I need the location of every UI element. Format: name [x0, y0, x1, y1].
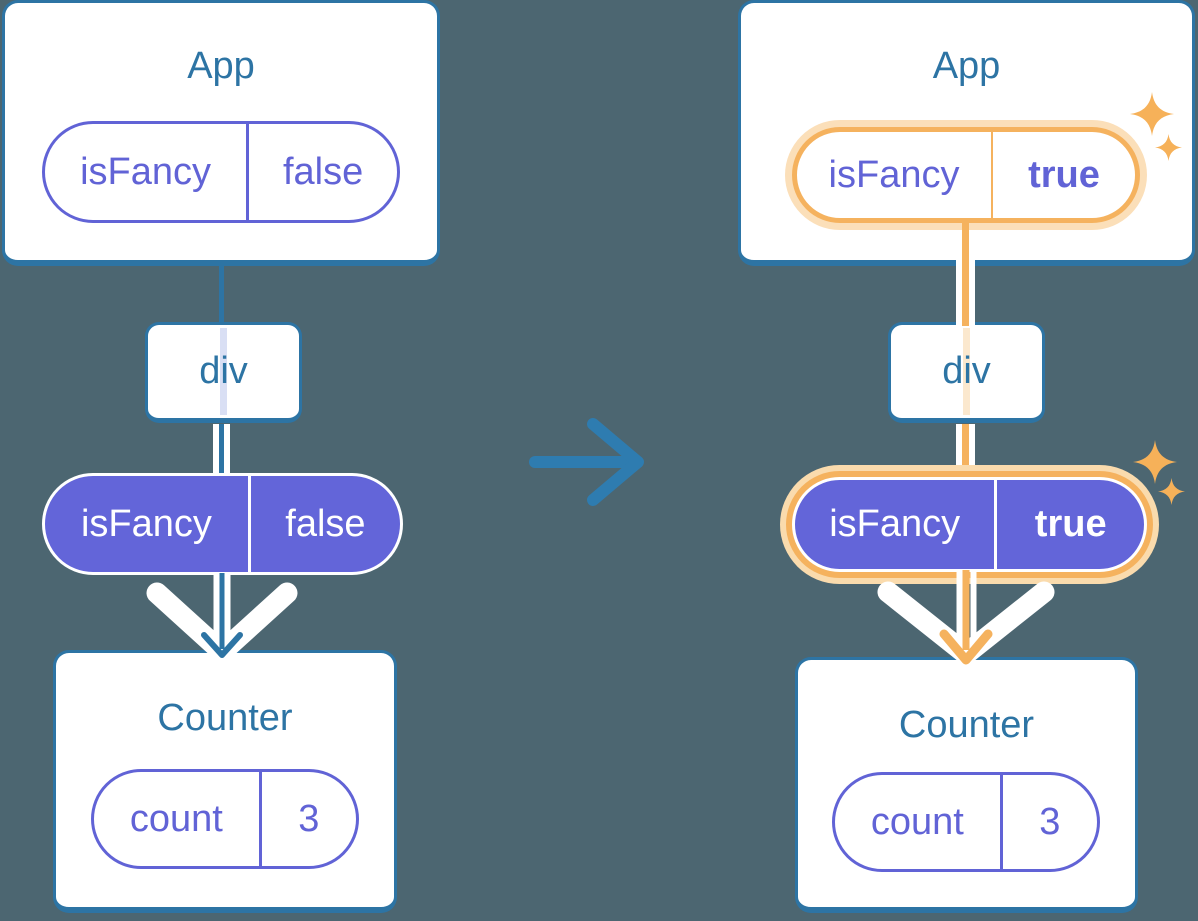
- white-flank-right: [970, 570, 977, 640]
- sparkle-icon: [1155, 134, 1182, 161]
- white-flank-left: [213, 573, 220, 639]
- before-div-to-prop-wire: [213, 424, 230, 476]
- before-app-to-div-line: [219, 260, 224, 326]
- state-name: count: [835, 775, 1003, 869]
- white-flank-right: [224, 573, 231, 639]
- state-name: count: [94, 772, 262, 866]
- after-counter-state-pill: count 3: [832, 772, 1100, 872]
- state-value: false: [282, 150, 364, 193]
- after-prop-to-counter-arrow: [877, 570, 1055, 665]
- after-div-label: div: [942, 350, 991, 392]
- before-div-card: div: [145, 322, 302, 423]
- blue-arrowhead-icon: [201, 632, 243, 658]
- after-counter-title: Counter: [898, 704, 1035, 746]
- after-div-through-line: [963, 328, 970, 415]
- after-counter-card: Counter count 3: [795, 657, 1138, 913]
- after-app-state-pill-highlighted: isFancy true: [792, 127, 1140, 223]
- prop-name: isFancy: [45, 476, 251, 572]
- before-app-card: App isFancy false: [2, 0, 440, 266]
- after-app-title: App: [932, 45, 1001, 87]
- orange-stem: [962, 570, 970, 650]
- after-app-card: App isFancy true: [738, 0, 1195, 266]
- after-prop-pill-highlighted: isFancy true: [792, 477, 1147, 572]
- after-app-inner-orange-line: [962, 222, 969, 258]
- after-div-to-prop-wire: [956, 424, 975, 472]
- before-div-label: div: [199, 350, 248, 392]
- after-app-to-div-wire: [956, 252, 975, 326]
- state-value: 3: [298, 797, 320, 840]
- prop-value: true: [1034, 503, 1107, 545]
- transition-right-arrow-icon: [529, 418, 644, 506]
- before-div-through-line: [220, 328, 227, 415]
- state-value: true: [1028, 153, 1100, 196]
- state-name: isFancy: [797, 132, 994, 218]
- after-div-card: div: [888, 322, 1045, 423]
- white-flank-left: [956, 570, 963, 640]
- sparkle-icon: [1130, 92, 1174, 136]
- prop-value: false: [285, 502, 366, 545]
- before-counter-title: Counter: [157, 697, 293, 739]
- sparkle-icon: [1158, 478, 1185, 505]
- before-prop-pill: isFancy false: [42, 473, 403, 575]
- before-app-title: App: [187, 45, 255, 87]
- before-app-state-pill: isFancy false: [42, 121, 400, 223]
- sparkle-icon: [1133, 440, 1177, 484]
- orange-arrowhead-icon: [939, 629, 993, 665]
- before-counter-state-pill: count 3: [91, 769, 359, 869]
- state-name: isFancy: [45, 124, 250, 220]
- blue-stem: [219, 573, 225, 649]
- prop-name: isFancy: [795, 480, 998, 569]
- before-prop-to-counter-arrow: [146, 573, 298, 663]
- state-value: 3: [1039, 800, 1061, 843]
- before-counter-card: Counter count 3: [53, 650, 397, 913]
